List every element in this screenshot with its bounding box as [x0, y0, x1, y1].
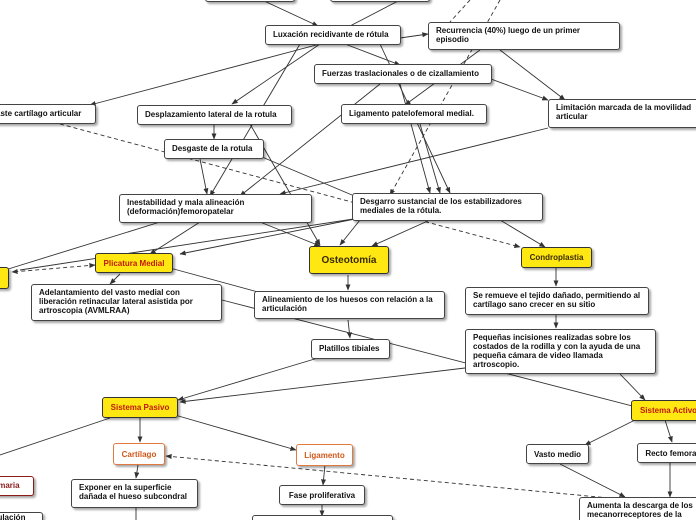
connector [89, 43, 321, 106]
node-sistema-activo[interactable]: Sistema Activo [631, 400, 696, 421]
connector [339, 219, 361, 246]
connector [399, 32, 429, 39]
connector [279, 127, 549, 196]
connector [231, 43, 321, 105]
connector [346, 319, 352, 339]
connector [169, 267, 259, 293]
node-ligamento-patelofemoral[interactable]: Ligamento patelofemoral medial. [341, 104, 487, 124]
connector [449, 0, 471, 23]
node-recto-femoral[interactable]: Recto femoral [637, 443, 696, 463]
connector [321, 464, 327, 486]
node-adelantamiento[interactable]: Adelantamiento del vasto medial con libe… [31, 284, 222, 321]
node-remueve-tejido[interactable]: Se remueve el tejido dañado, permitiendo… [465, 287, 649, 315]
node-plicatura-medial[interactable]: Plicatura Medial [95, 253, 173, 273]
connector [499, 219, 546, 248]
connector [59, 123, 521, 248]
node-luxacion[interactable]: Luxación recidivante de rótula [265, 25, 401, 45]
partial-node-top-right[interactable] [330, 0, 430, 2]
connector [584, 419, 636, 446]
connector [399, 83, 431, 194]
node-ligamento[interactable]: Ligamento [296, 444, 353, 466]
node-partial-sulacion[interactable]: sulación [0, 512, 43, 520]
node-osteotomia[interactable]: Osteotomía [309, 246, 389, 274]
connector [349, 0, 401, 27]
node-limitacion[interactable]: Limitación marcada de la movilidad artic… [548, 99, 696, 128]
node-desgaste-cartilago[interactable]: aste cartílago articular [0, 104, 96, 124]
node-partial-yellow-left[interactable] [0, 267, 9, 289]
node-recurrencia[interactable]: Recurrencia (40%) luego de un primer epi… [428, 22, 620, 50]
node-desgaste-rotula[interactable]: Desgaste de la rotula [164, 139, 264, 159]
node-desplazamiento[interactable]: Desplazamiento lateral de la rotula [137, 105, 292, 125]
node-pequenas-incisiones[interactable]: Pequeñas incisiones realizadas sobre los… [465, 329, 656, 374]
connector [344, 43, 401, 66]
connector [619, 373, 646, 401]
connector [4, 221, 161, 271]
node-condroplastia[interactable]: Condroplastia [521, 247, 592, 268]
connector [419, 123, 441, 194]
node-platillos-tibiales[interactable]: Platillos tibiales [311, 339, 390, 359]
partial-node-top-left[interactable] [205, 0, 295, 2]
connector [0, 417, 111, 456]
connector [499, 49, 566, 101]
connector [371, 219, 431, 247]
connector [179, 217, 361, 256]
connector [259, 221, 321, 247]
node-inestabilidad[interactable]: Inestabilidad y mala alineación (deforma… [119, 194, 312, 223]
node-vasto-medio[interactable]: Vasto medio [526, 444, 589, 464]
connector [239, 83, 381, 197]
node-alineamiento[interactable]: Alineamiento de los huesos con relación … [254, 291, 445, 319]
node-fase-proliferativa[interactable]: Fase proliferativa [279, 485, 365, 505]
connector [664, 419, 673, 443]
node-exponer-superficie[interactable]: Exponer en la superficie dañada el hueso… [71, 479, 198, 508]
connector [179, 367, 466, 404]
node-fuerzas[interactable]: Fuerzas traslacionales o de cizallamient… [314, 64, 492, 84]
node-cartilago[interactable]: Cartílago [113, 443, 165, 465]
node-partial-bottom[interactable] [252, 515, 393, 520]
node-aumenta-descarga[interactable]: Aumenta la descarga de los mecanorrecept… [579, 497, 696, 520]
connector [109, 273, 121, 285]
connector [199, 158, 209, 195]
connector [11, 262, 96, 275]
connector [261, 0, 319, 27]
node-partial-primaria[interactable]: imaria [0, 476, 34, 496]
node-sistema-pasivo[interactable]: Sistema Pasivo [102, 397, 178, 418]
connector [261, 156, 353, 196]
connector [559, 463, 626, 498]
connector [134, 464, 140, 479]
node-desgarro[interactable]: Desgarro sustancial de los estabilizador… [352, 193, 543, 221]
connector [177, 357, 319, 401]
connector [174, 414, 297, 451]
connector [19, 217, 361, 271]
connector [165, 454, 631, 501]
